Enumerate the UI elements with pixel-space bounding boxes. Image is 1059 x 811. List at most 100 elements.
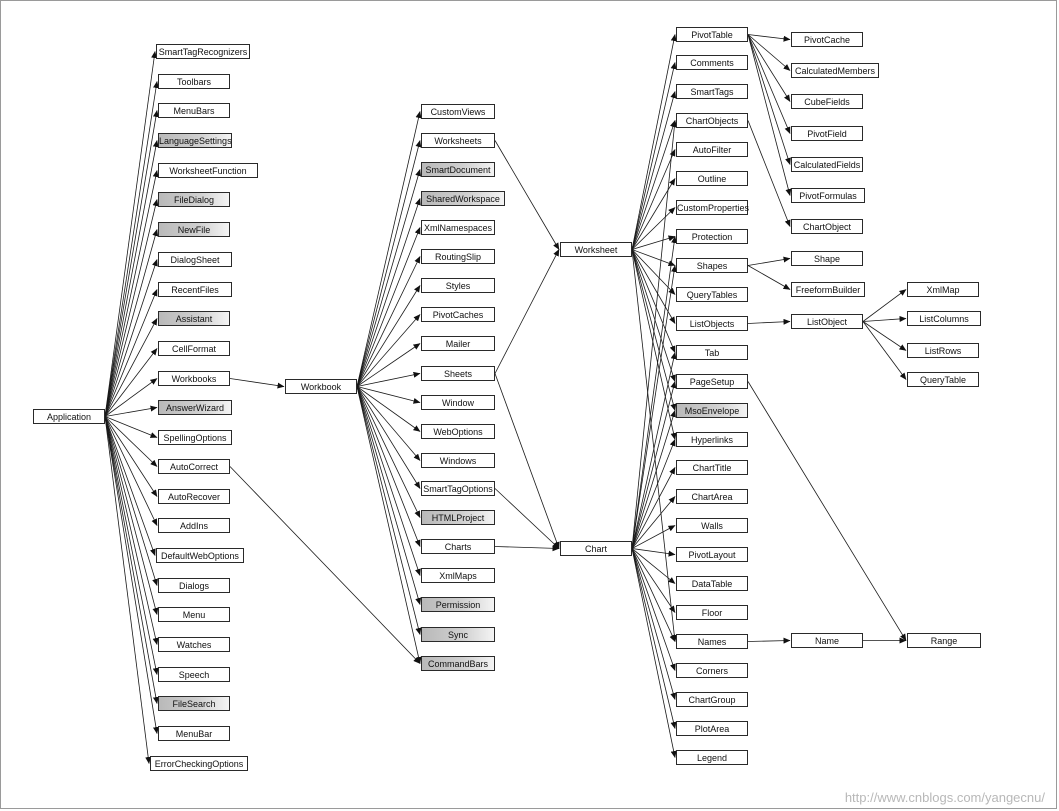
- node-chartobjects: ChartObjects: [676, 113, 748, 128]
- edge-workbook-to-window: [356, 386, 421, 404]
- node-mailer: Mailer: [421, 336, 495, 351]
- edge-chart-to-chartarea: [631, 496, 676, 549]
- edge-application-to-dialogsheet: [104, 259, 158, 417]
- edge-chart-to-charttitle: [631, 467, 676, 549]
- node-window: Window: [421, 395, 495, 410]
- node-filedialog: FileDialog: [158, 192, 230, 207]
- edge-worksheet-to-hyperlinks: [631, 249, 677, 440]
- node-pivotfield: PivotField: [791, 126, 863, 141]
- node-tab: Tab: [676, 345, 748, 360]
- edge-application-to-menu: [104, 416, 159, 615]
- node-customviews: CustomViews: [421, 104, 495, 119]
- node-workbooks: Workbooks: [158, 371, 230, 386]
- node-chartarea: ChartArea: [676, 489, 748, 504]
- edge-application-to-worksheetfunction: [104, 170, 159, 417]
- edge-chart-to-protection: [631, 236, 678, 549]
- edge-chart-to-chartobjects: [631, 120, 678, 549]
- edge-autocorrect-to-commandbars: [229, 466, 421, 664]
- node-charttitle: ChartTitle: [676, 460, 748, 475]
- edge-workbook-to-commandbars: [356, 386, 422, 664]
- edge-application-to-menubar: [104, 416, 159, 734]
- edge-pivottable-to-cubefields: [747, 34, 791, 102]
- edge-worksheets-to-worksheet: [494, 140, 560, 250]
- node-addins: AddIns: [158, 518, 230, 533]
- node-weboptions: WebOptions: [421, 424, 495, 439]
- edge-shapes-to-freeformbuilder: [747, 265, 791, 290]
- edge-application-to-dialogs: [104, 416, 158, 586]
- node-newfile: NewFile: [158, 222, 230, 237]
- edge-workbooks-to-workbook: [229, 378, 285, 389]
- edge-chart-to-floor: [631, 548, 676, 613]
- node-xmlnamespaces: XmlNamespaces: [421, 220, 495, 235]
- edge-worksheet-to-autofilter: [631, 149, 676, 250]
- edge-application-to-defaultweboptions: [104, 416, 156, 556]
- edge-application-to-assistant: [104, 318, 158, 417]
- node-worksheets: Worksheets: [421, 133, 495, 148]
- edge-shapes-to-shape: [747, 256, 791, 266]
- edge-chart-to-tab: [631, 352, 677, 549]
- edge-workbook-to-pivotcaches: [356, 314, 421, 387]
- node-xmlmaps: XmlMaps: [421, 568, 495, 583]
- node-chartobject: ChartObject: [791, 219, 863, 234]
- edge-chart-to-legend: [631, 548, 677, 758]
- edge-sheets-to-worksheet: [494, 249, 560, 374]
- watermark: http://www.cnblogs.com/yangecnu/: [844, 790, 1045, 805]
- edge-worksheet-to-protection: [631, 235, 676, 250]
- node-dialogs: Dialogs: [158, 578, 230, 593]
- node-worksheet: Worksheet: [560, 242, 632, 257]
- edge-chart-to-pagesetup: [631, 381, 677, 549]
- node-calculatedmembers: CalculatedMembers: [791, 63, 879, 78]
- node-shape: Shape: [791, 251, 863, 266]
- edge-application-to-recentfiles: [104, 289, 158, 417]
- node-commandbars: CommandBars: [421, 656, 495, 671]
- edge-names-to-name: [747, 637, 791, 644]
- node-pivotcaches: PivotCaches: [421, 307, 495, 322]
- node-msoenvelope: MsoEnvelope: [676, 403, 748, 418]
- edge-application-to-addins: [104, 416, 158, 526]
- edge-listobject-to-listcolumns: [862, 315, 907, 322]
- edge-chartobjects-to-chartobject: [747, 120, 791, 227]
- edge-pivottable-to-calculatedfields: [747, 34, 791, 165]
- edge-workbook-to-routingslip: [356, 256, 421, 387]
- edge-worksheet-to-comments: [631, 62, 677, 250]
- node-names: Names: [676, 634, 748, 649]
- node-floor: Floor: [676, 605, 748, 620]
- node-shapes: Shapes: [676, 258, 748, 273]
- edge-worksheet-to-pivottable: [631, 34, 677, 250]
- edge-application-to-toolbars: [104, 81, 159, 417]
- node-listcolumns: ListColumns: [907, 311, 981, 326]
- edge-pivottable-to-pivotfield: [747, 34, 791, 134]
- edge-workbook-to-mailer: [356, 343, 421, 387]
- node-walls: Walls: [676, 518, 748, 533]
- node-sharedworkspace: SharedWorkspace: [421, 191, 505, 206]
- node-pivottable: PivotTable: [676, 27, 748, 42]
- edge-application-to-cellformat: [104, 348, 158, 417]
- node-pivotformulas: PivotFormulas: [791, 188, 865, 203]
- node-datatable: DataTable: [676, 576, 748, 591]
- node-querytable: QueryTable: [907, 372, 979, 387]
- node-workbook: Workbook: [285, 379, 357, 394]
- node-charts: Charts: [421, 539, 495, 554]
- node-errorcheckingoptions: ErrorCheckingOptions: [150, 756, 248, 771]
- node-windows: Windows: [421, 453, 495, 468]
- node-calculatedfields: CalculatedFields: [791, 157, 863, 172]
- node-range: Range: [907, 633, 981, 648]
- node-sheets: Sheets: [421, 366, 495, 381]
- edge-chart-to-pivotlayout: [631, 548, 676, 557]
- node-htmlproject: HTMLProject: [421, 510, 495, 525]
- node-querytables: QueryTables: [676, 287, 748, 302]
- node-autocorrect: AutoCorrect: [158, 459, 230, 474]
- edge-application-to-watches: [104, 416, 159, 645]
- edge-worksheet-to-pagesetup: [631, 249, 676, 382]
- edge-workbook-to-sheets: [356, 371, 421, 387]
- edge-workbook-to-weboptions: [356, 386, 421, 432]
- edge-worksheet-to-customproperties: [631, 207, 676, 250]
- edge-application-to-languagesettings: [104, 140, 159, 417]
- edge-chart-to-shapes: [631, 265, 677, 549]
- node-autofilter: AutoFilter: [676, 142, 748, 157]
- node-chart: Chart: [560, 541, 632, 556]
- edge-worksheet-to-msoenvelope: [631, 249, 677, 411]
- edge-chart-to-chartgroup: [631, 548, 677, 700]
- node-pivotcache: PivotCache: [791, 32, 863, 47]
